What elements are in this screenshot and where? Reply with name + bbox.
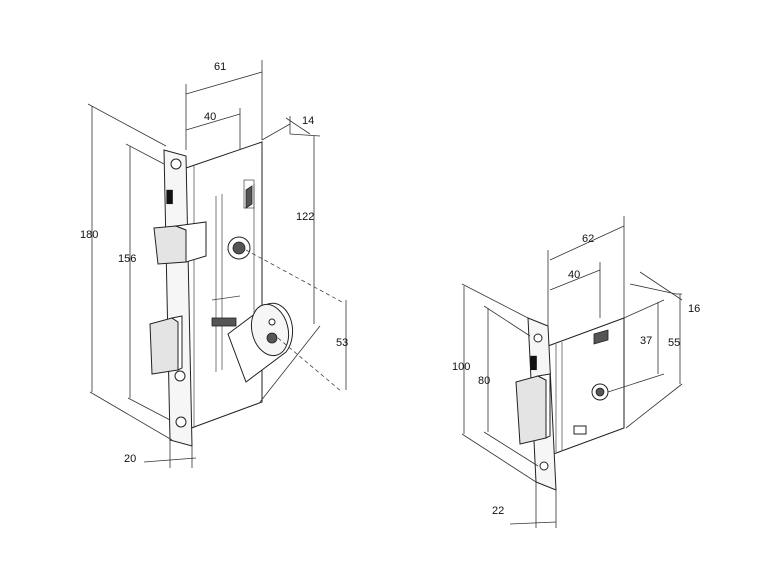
- lock-a-deadbolt: [149, 317, 179, 375]
- lock-b-dim-16: 16: [688, 303, 700, 315]
- lock-b-case: [547, 317, 625, 457]
- lock-b: ▇▇▇ 62 40 16 37 55 100: [452, 216, 700, 528]
- lock-a-dim-156: 156: [118, 253, 136, 265]
- lock-a-brand-logo: ▇▇▇: [166, 189, 173, 204]
- lock-b-dim-22: 22: [492, 505, 504, 517]
- lock-a-spindle-hole: [232, 241, 246, 255]
- lock-b-dim-80: 80: [478, 375, 490, 387]
- lock-b-spindle-hole: [595, 387, 605, 397]
- lock-a-keyway: [266, 332, 278, 344]
- lock-b-clip: [573, 425, 587, 435]
- lock-a-cylinder: [227, 302, 294, 383]
- lock-a-dim-40: 40: [204, 111, 216, 123]
- lock-b-dim-100: 100: [452, 361, 470, 373]
- lock-a-screw-mid: [174, 370, 186, 382]
- lock-a-mechanism: [211, 317, 237, 327]
- lock-a-dim-20: 20: [124, 453, 136, 465]
- lock-a-dim-61: 61: [214, 61, 226, 73]
- lock-b-dim-40: 40: [568, 269, 580, 281]
- lock-a-latch: [153, 225, 187, 265]
- lock-a-screw-bottom: [175, 416, 187, 428]
- lock-b-guide: [593, 329, 609, 345]
- lock-a-dim-180: 180: [80, 229, 98, 241]
- lock-a-dim-14: 14: [302, 115, 314, 127]
- lock-a-case: [185, 141, 263, 431]
- lock-b-latch: [515, 375, 547, 445]
- lock-a-slot: [243, 179, 255, 209]
- lock-a-slider: [245, 185, 253, 209]
- lock-a: ▇▇▇ 61 40 14 122: [80, 60, 348, 468]
- lock-b-dim-55: 55: [668, 337, 680, 349]
- lock-b-dim-62: 62: [582, 233, 594, 245]
- lock-b-dim-37: 37: [640, 335, 652, 347]
- lock-a-screw-top: [170, 158, 182, 170]
- lock-b-screw-top: [533, 333, 543, 343]
- lock-b-brand-logo: ▇▇▇: [530, 355, 537, 370]
- lock-b-screw-bottom: [539, 461, 549, 471]
- lock-a-dim-122: 122: [296, 211, 314, 223]
- lock-a-dim-53: 53: [336, 337, 348, 349]
